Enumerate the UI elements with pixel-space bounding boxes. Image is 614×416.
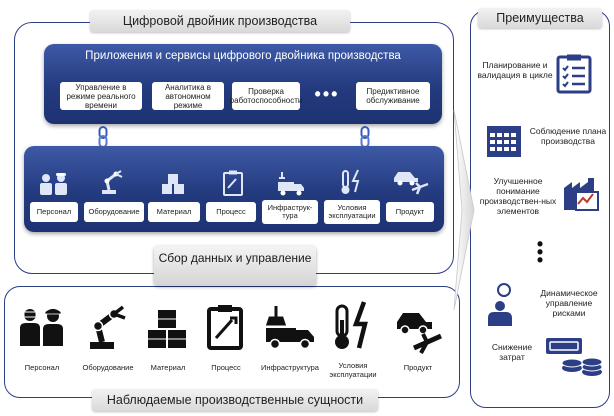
app-box-predictive: Предиктивное обслуживание xyxy=(356,82,430,110)
observed-entities-frame xyxy=(4,286,460,398)
observed-label: Оборудование xyxy=(82,363,134,372)
factory-chart-icon xyxy=(564,178,599,211)
observed-label: Продукт xyxy=(403,363,433,372)
robot-arm-icon xyxy=(102,170,123,194)
chain-link-icon xyxy=(360,126,370,148)
app-box-healthcheck: Проверка работоспособности xyxy=(230,82,302,110)
money-icon xyxy=(546,338,603,376)
apps-title: Приложения и сервисы цифрового двойника … xyxy=(85,50,401,62)
thermometer-lightning-icon xyxy=(335,301,368,349)
advantage-label: Улучшенное понимание производствен-ных э… xyxy=(479,176,557,216)
advantage-label: Планирование и валидация в цикле xyxy=(477,60,553,80)
boxes-icon xyxy=(148,310,186,348)
right-arrow-icon xyxy=(453,110,475,310)
observed-label: Процесс xyxy=(211,363,241,372)
observed-title: Наблюдаемые производственные сущности xyxy=(92,389,378,411)
entity-label: Процесс xyxy=(206,202,256,222)
car-plane-icon xyxy=(394,172,429,195)
entity-label: Условия эксплуатации xyxy=(324,200,380,224)
advantages-title: Преимущества xyxy=(478,8,602,28)
checklist-icon xyxy=(556,54,592,94)
workers-icon xyxy=(40,173,67,195)
entity-label: Продукт xyxy=(386,202,434,222)
person-idea-icon xyxy=(488,283,512,326)
app-box-realtime: Управление в режиме реального времени xyxy=(60,82,142,110)
apps-more-dots: ••• xyxy=(314,84,340,104)
entity-label: Оборудование xyxy=(84,202,144,222)
advantage-label: Соблюдение плана производства xyxy=(529,126,607,146)
observed-label: Условия эксплуатации xyxy=(329,361,377,379)
thermometer-lightning-icon xyxy=(341,169,360,194)
advantage-label: Динамическое управление рисками xyxy=(540,288,598,318)
advantage-label: Снижение затрат xyxy=(491,342,533,362)
truck-icon xyxy=(265,306,314,350)
clipboard-icon xyxy=(223,170,243,196)
observed-label: Инфраструктура xyxy=(261,363,319,372)
advantages-more-dots: • • • xyxy=(536,234,544,270)
entity-label: Персонал xyxy=(30,202,78,222)
chain-link-icon xyxy=(98,126,108,148)
observed-label: Материал xyxy=(150,363,186,372)
boxes-icon xyxy=(162,174,184,194)
robot-arm-icon xyxy=(90,305,126,349)
main-title: Цифровой двойник производства xyxy=(90,10,350,32)
entity-label: Материал xyxy=(148,202,200,222)
clipboard-icon xyxy=(207,305,243,350)
calendar-icon xyxy=(487,126,521,157)
workers-icon xyxy=(20,308,63,346)
entity-label: Инфраструк-тура xyxy=(262,200,318,224)
observed-label: Персонал xyxy=(24,363,60,372)
data-collection-box: Сбор данных и управление xyxy=(154,246,316,286)
app-box-analytics: Аналитика в автономном режиме xyxy=(152,82,224,110)
car-plane-icon xyxy=(397,313,442,354)
truck-icon xyxy=(278,172,304,196)
